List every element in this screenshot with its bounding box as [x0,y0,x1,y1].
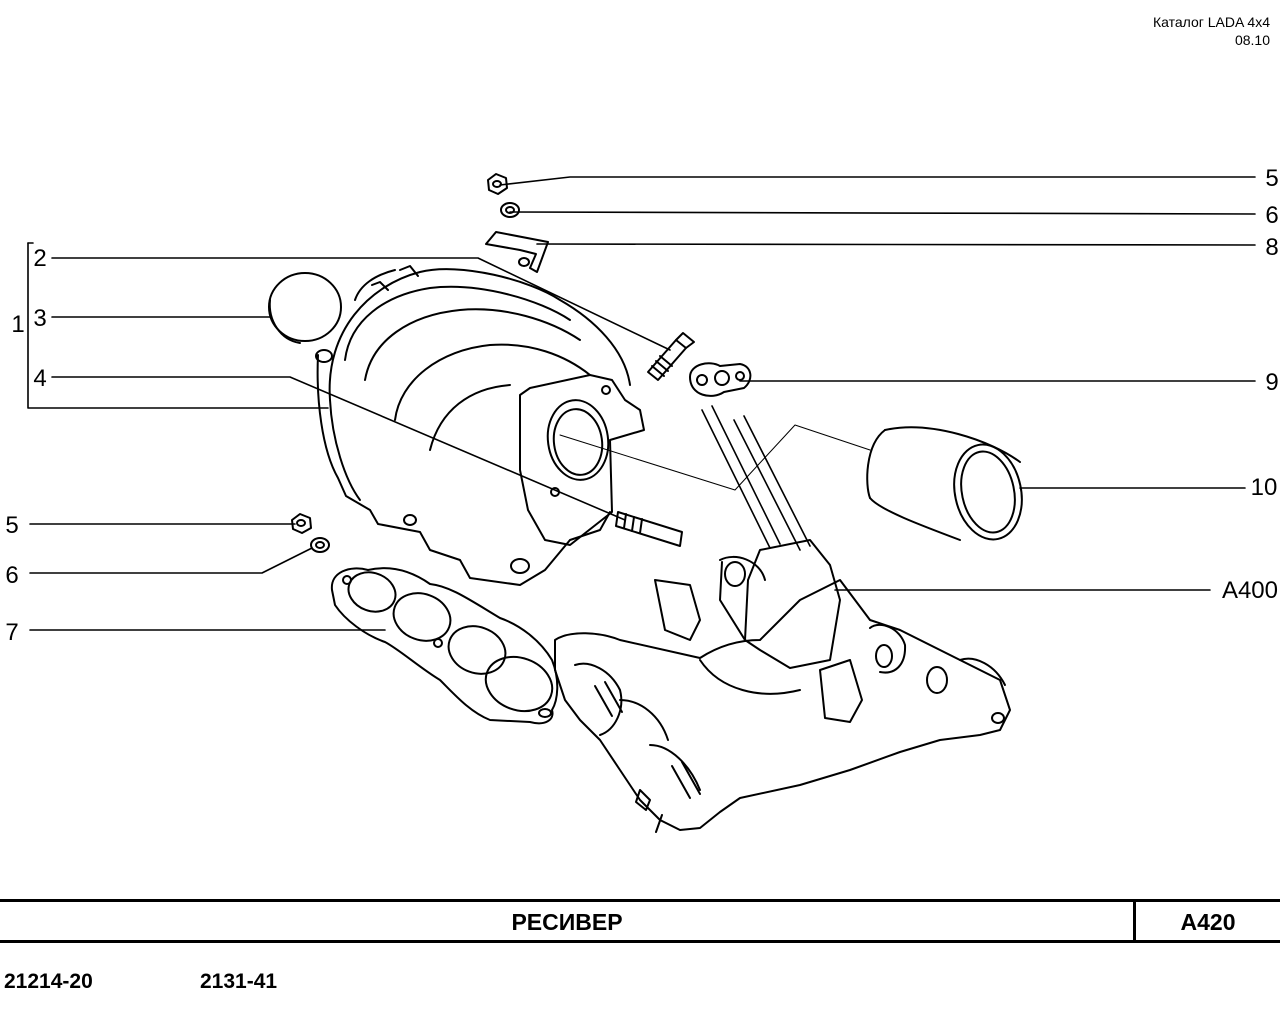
callout-a400: A400 [1222,577,1278,604]
plug-part-3 [268,272,342,344]
gasket-part-7 [330,567,559,725]
callout-6-left: 6 [5,562,18,589]
callout-2: 2 [33,245,46,272]
callout-8: 8 [1265,234,1278,261]
model-code-1: 21214-20 [4,970,93,993]
long-studs [701,405,811,551]
parts-diagram: 1 2 3 4 5 6 7 5 6 8 9 10 A400 [5,165,1279,833]
gasket-part-9 [689,362,752,397]
callout-5-right: 5 [1265,165,1278,192]
callout-3: 3 [33,305,46,332]
catalog-date: 08.10 [1234,32,1270,48]
washer-part-6 [500,202,520,218]
callout-1: 1 [11,311,24,338]
stud-part-4 [615,511,683,547]
title-divider [1133,902,1136,940]
catalog-title: Каталог LADA 4x4 [1152,14,1270,30]
leader-lines [27,176,1256,631]
callout-4: 4 [33,365,46,392]
nut-part-5-lower [291,513,312,534]
callout-9: 9 [1265,369,1278,396]
washer-part-6-lower [310,537,330,553]
bolt-part-2 [647,332,695,381]
page-code: A420 [1180,909,1236,935]
bracket-part-8 [485,231,549,273]
callout-6-right: 6 [1265,202,1278,229]
callout-10: 10 [1251,474,1278,501]
sleeve-part-10 [866,426,1023,541]
callout-labels: 1 2 3 4 5 6 7 5 6 8 9 10 A400 [5,165,1278,646]
model-code-2: 2131-41 [200,970,278,993]
receiver-part-1 [315,265,645,586]
page-title: РЕСИВЕР [511,909,623,935]
nut-part-5 [487,173,508,195]
callout-5-left: 5 [5,512,18,539]
title-bar: РЕСИВЕР A420 [0,899,1280,943]
callout-7: 7 [5,619,18,646]
manifold-a400 [554,539,1011,833]
